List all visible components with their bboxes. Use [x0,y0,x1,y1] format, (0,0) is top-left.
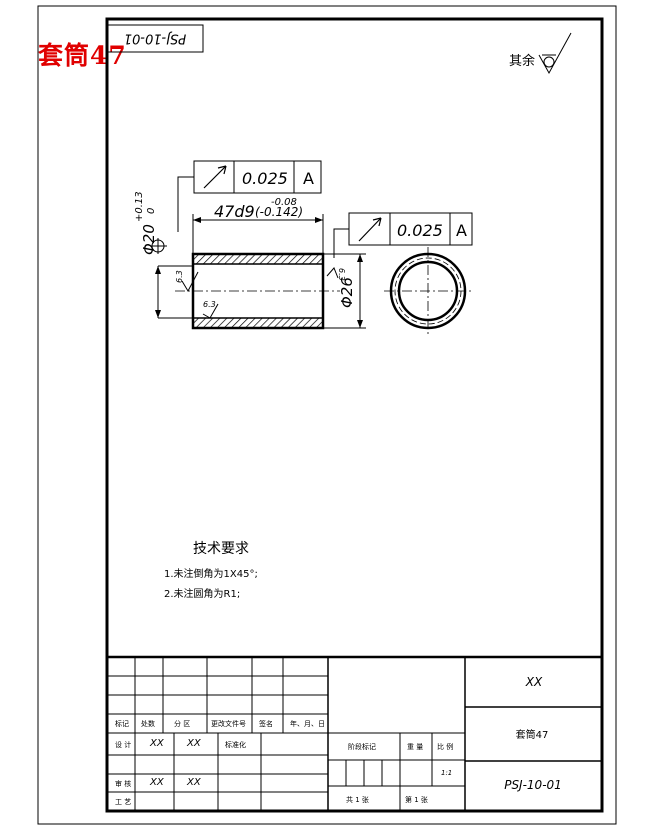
outer-border [37,5,617,825]
review-sign-2: XX [186,777,202,788]
gdt-frame-top: 0.025 A [177,160,322,232]
total-sheets: 共 1 张 [346,795,369,804]
length-dimension: 47d9 -0.08 (-0.142) [192,197,324,253]
bore-dimension: Φ20 +0.13 0 [134,191,193,319]
review-sign-1: XX [149,777,165,788]
gdt-top-datum: A [303,169,314,188]
row-review: 审 核 [115,779,131,788]
scale-value: 1:1 [441,769,452,777]
standardization-label: 标准化 [225,740,246,749]
title-block [107,655,602,811]
runout-arrow-right-icon [358,217,382,242]
sheet-number: 第 1 张 [405,795,428,804]
sleeve-end-view [384,247,472,335]
row-process: 工 艺 [115,798,131,806]
technical-requirements: 技术要求 1.未注倒角为1X45°; 2.未注圆角为R1; [164,541,258,600]
design-sign-2: XX [186,738,202,749]
bore-lower-tol: 0 [146,208,157,214]
bore-value: Φ20 [140,224,158,255]
roughness-left-value: 6.3 [175,270,184,283]
code-box-text: PSJ-10-01 [124,31,186,46]
company-name: XX [525,675,543,689]
roughness-right-value: 6.3 [337,268,346,281]
col-label-mark: 标记 [115,719,129,728]
row-design: 设 计 [115,740,131,749]
tech-heading: 技术要求 [193,541,249,557]
gdt-frame-right: 0.025 A [333,212,473,258]
roughness-note-text: 其余 [509,53,535,69]
overlay-title: 套筒47 [38,41,127,70]
bore-upper-tol: +0.13 [134,191,145,222]
part-name: 套筒47 [516,728,549,741]
scale-label: 比 例 [437,742,453,751]
tech-item-1: 1.未注倒角为1X45°; [164,567,258,580]
runout-arrow-icon [203,165,227,189]
gdt-top-tolerance: 0.025 [242,169,288,188]
roughness-left-icon [181,271,199,293]
col-label-count: 处数 [141,719,155,728]
col-label-date: 年、月、日 [290,719,325,728]
col-label-signature: 签名 [259,719,273,728]
length-value: 47d9 [214,202,255,221]
roughness-circle-icon [543,56,555,68]
design-sign-1: XX [149,738,165,749]
length-lower-tol: (-0.142) [255,205,303,219]
tech-item-2: 2.未注圆角为R1; [164,587,240,600]
length-upper-tol: -0.08 [271,197,297,208]
weight-label: 重 量 [407,743,423,751]
code-box: PSJ-10-01 [106,24,204,53]
title-block-labels: 标记 处数 分 区 更改文件号 签名 年、月、日 设 计 审 核 工 艺 XX … [115,719,453,806]
outer-diameter-value: Φ26 [338,277,356,308]
roughness-right-icon [326,267,339,279]
gdt-right-tolerance: 0.025 [397,221,443,240]
roughness-bore-icon [202,303,219,319]
inner-frame [105,17,604,813]
roughness-symbol-icon [538,32,572,75]
col-label-change-doc: 更改文件号 [211,719,246,728]
sleeve-section-view: 6.3 6.3 6.3 [175,252,346,330]
stage-mark-label: 阶段标记 [348,742,376,751]
roughness-note: 其余 [509,32,572,75]
drawing-number: PSJ-10-01 [504,778,562,792]
outer-diameter-dimension: Φ26 [323,253,366,329]
col-label-zone: 分 区 [174,719,190,728]
gdt-right-datum: A [456,221,467,240]
roughness-bore-value: 6.3 [203,300,216,309]
